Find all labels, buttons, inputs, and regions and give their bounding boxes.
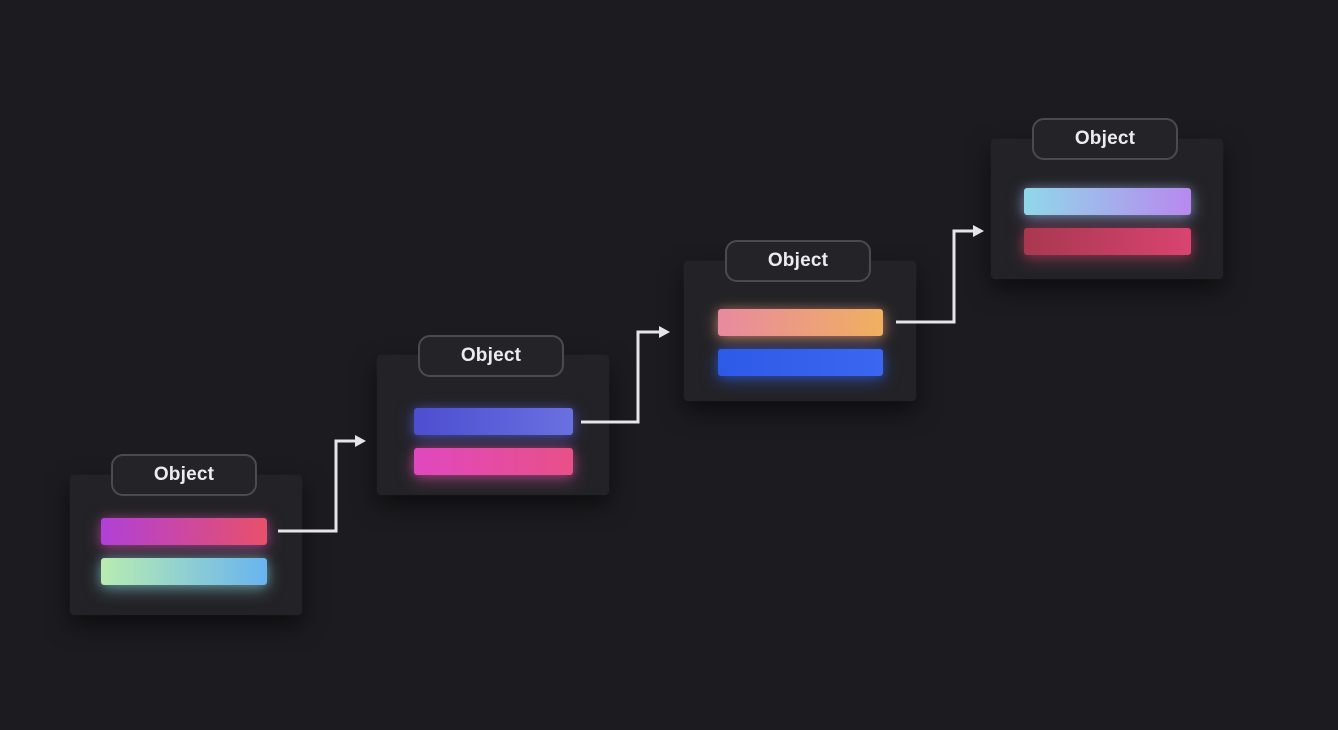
connector-arrow-2 xyxy=(581,326,670,424)
object-label-1: Object xyxy=(111,454,257,496)
connector-line-3 xyxy=(896,229,974,324)
object-4-bar-2 xyxy=(1024,228,1191,255)
object-label-2: Object xyxy=(418,335,564,377)
arrowhead-2 xyxy=(659,326,670,338)
arrowhead-3 xyxy=(973,225,984,237)
object-3-bar-1 xyxy=(718,309,883,336)
object-4-bar-1 xyxy=(1024,188,1191,215)
connector-line-1 xyxy=(278,439,356,533)
object-2-bar-2 xyxy=(414,448,573,475)
object-card-1 xyxy=(70,475,302,615)
object-2-bar-1 xyxy=(414,408,573,435)
object-3-bar-2 xyxy=(718,349,883,376)
connector-arrow-3 xyxy=(896,225,984,324)
object-1-bar-2 xyxy=(101,558,267,585)
object-label-4: Object xyxy=(1032,118,1178,160)
object-1-bar-1 xyxy=(101,518,267,545)
object-label-3: Object xyxy=(725,240,871,282)
arrowhead-1 xyxy=(355,435,366,447)
connector-arrow-1 xyxy=(278,435,366,533)
connector-line-2 xyxy=(581,330,660,424)
